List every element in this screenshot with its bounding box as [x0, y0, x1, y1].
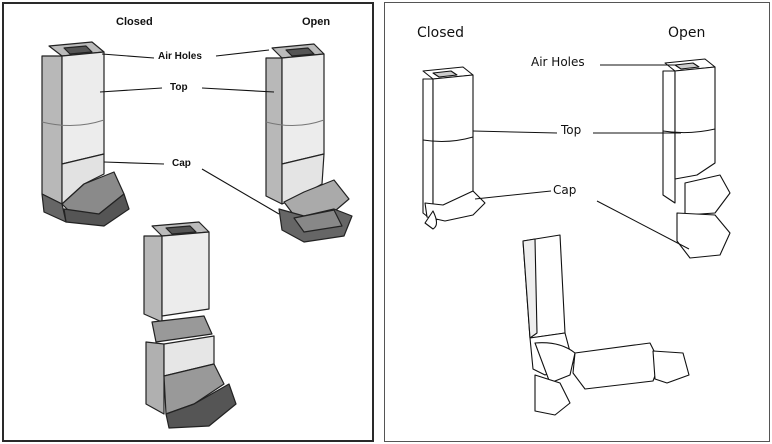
right-cap-label: Cap	[553, 183, 576, 197]
left-closed-inhaler	[42, 42, 129, 226]
right-leader-lines	[473, 65, 689, 249]
left-cap-label: Cap	[172, 158, 191, 169]
right-diagram-panel: Closed Open Air Holes Top Cap	[384, 2, 770, 442]
right-open-label: Open	[668, 25, 705, 41]
left-air-holes-label: Air Holes	[158, 51, 202, 62]
left-top-label: Top	[170, 82, 188, 93]
right-bottom-inhaler	[523, 235, 689, 415]
right-closed-inhaler	[423, 67, 485, 229]
left-inhaler-illustration	[4, 4, 376, 444]
right-closed-label: Closed	[417, 25, 464, 41]
left-bottom-inhaler	[144, 222, 236, 428]
right-inhaler-illustration	[385, 3, 771, 443]
right-air-holes-label: Air Holes	[531, 55, 585, 69]
left-open-inhaler	[266, 44, 352, 242]
right-top-label: Top	[561, 123, 581, 137]
left-diagram-panel: Closed Open Air Holes Top Cap	[2, 2, 374, 442]
left-leader-lines	[100, 50, 279, 214]
left-open-label: Open	[302, 16, 330, 28]
left-closed-label: Closed	[116, 16, 153, 28]
right-open-inhaler	[663, 59, 730, 258]
